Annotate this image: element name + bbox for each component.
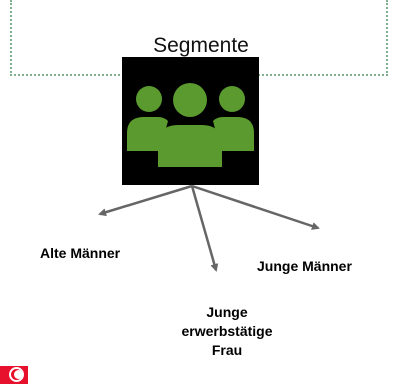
arrow-to-junge-frau <box>190 185 219 272</box>
label-line: erwerbstätige <box>181 323 273 339</box>
arrow-to-junge-maenner <box>191 184 320 230</box>
label-line: Frau <box>211 342 243 358</box>
tunisia-flag-icon <box>0 366 28 384</box>
label-line: Junge <box>206 304 248 320</box>
title-text: Segmente <box>153 34 249 57</box>
segment-label-junge-frau: Junge erwerbstätige Frau <box>175 303 279 360</box>
diagram-title: Segmente <box>0 34 396 58</box>
arrow-to-alte-maenner <box>98 184 193 217</box>
segment-label-junge-maenner: Junge Männer <box>257 258 352 274</box>
group-of-people-icon <box>122 57 259 185</box>
segment-label-alte-maenner: Alte Männer <box>40 245 121 261</box>
